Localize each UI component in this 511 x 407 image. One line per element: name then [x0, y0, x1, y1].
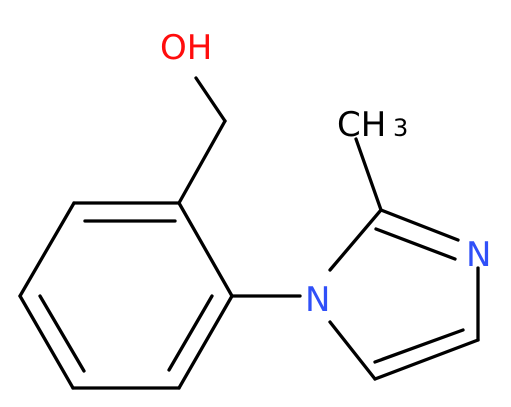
bond-ch2-ring — [177, 119, 227, 205]
benzene-bond-6 — [177, 201, 234, 298]
imidazole-bond-c4-c5 — [373, 338, 480, 381]
benzene-inner-bond-2 — [38, 294, 86, 373]
methyl-subscript: 3 — [393, 114, 408, 142]
benzene-bond-2 — [18, 201, 76, 298]
imidazole-bond-n1-c2 — [328, 208, 383, 272]
benzene-bond-5 — [177, 294, 234, 390]
hydroxyl-label: OH — [160, 28, 212, 68]
bond-oh-ch2 — [194, 76, 227, 123]
imidazole-inner-bond-c2-n3 — [374, 227, 457, 261]
imidazole-n1-label: N — [305, 280, 330, 320]
benzene-bond-3 — [18, 294, 75, 390]
imidazole-inner-bond-c4-c5 — [373, 328, 465, 364]
benzene-inner-bond-3 — [167, 294, 214, 372]
imidazole-n3-label: N — [466, 235, 491, 275]
methyl-label: CH — [337, 105, 386, 145]
imidazole-bond-c5-n1 — [328, 320, 377, 381]
imidazole-bond-c2-n3 — [379, 208, 460, 242]
bond-c2-methyl — [354, 137, 383, 212]
